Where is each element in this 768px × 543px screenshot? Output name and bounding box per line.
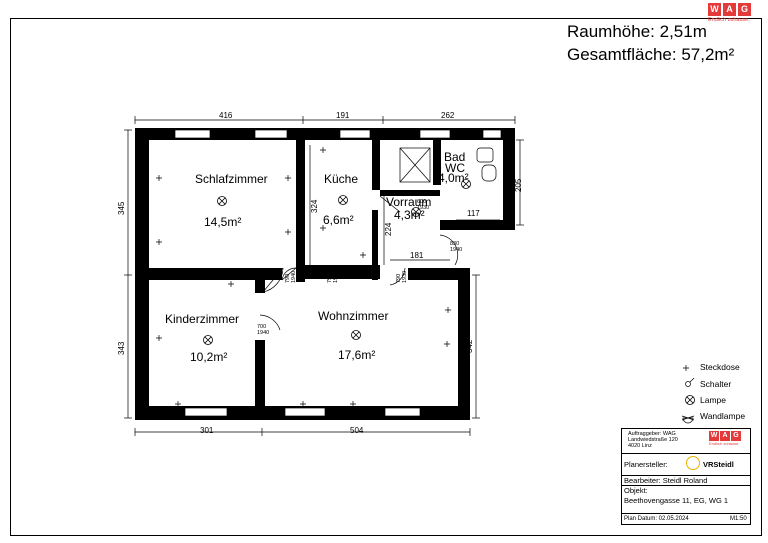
bath-fixtures bbox=[399, 147, 497, 183]
dim-vorraum-w: 181 bbox=[410, 251, 424, 260]
tb-planner-logo: VRSteidl bbox=[703, 460, 734, 469]
tb-date: Plan Datum: 02.05.2024 bbox=[624, 516, 689, 522]
total-area: Gesamtfläche: 57,2m² bbox=[567, 45, 735, 64]
room-wohnzimmer-area: 17,6m² bbox=[338, 348, 376, 362]
dim-left-1: 345 bbox=[117, 201, 126, 215]
room-bad-area: 4,0m² bbox=[438, 171, 469, 185]
dim-bad-w: 117 bbox=[467, 209, 480, 218]
tb-scale: M1:50 bbox=[730, 516, 747, 522]
ceiling-height: Raumhöhe: 2,51m bbox=[567, 22, 707, 41]
tb-client: Auftraggeber: WAG Landwiedstraße 120 402… bbox=[628, 431, 678, 449]
tb-planner-logo-icon bbox=[686, 456, 700, 470]
room-bad-name: Bad bbox=[444, 150, 466, 164]
legend-schalter: Schalter bbox=[700, 379, 732, 389]
title-block bbox=[621, 428, 751, 525]
room-schlafzimmer-name: Schlafzimmer bbox=[195, 172, 268, 186]
room-kueche-area: 6,6m² bbox=[323, 213, 354, 227]
room-wohnzimmer-name: Wohnzimmer bbox=[318, 309, 389, 323]
logo-letter-w: W bbox=[708, 3, 721, 16]
outlet-symbols bbox=[156, 147, 695, 424]
dim-kueche-inner: 324 bbox=[310, 199, 319, 213]
dim-bottom-1: 301 bbox=[200, 426, 214, 435]
dim-top-2: 191 bbox=[336, 111, 350, 120]
drawing-frame bbox=[10, 18, 762, 536]
dim-top-1: 416 bbox=[219, 111, 233, 120]
legend-steckdose: Steckdose bbox=[700, 362, 740, 372]
dim-top-3: 262 bbox=[441, 111, 455, 120]
dim-bottom-2: 504 bbox=[350, 426, 364, 435]
wag-logo: W A G Endlich zuhause. bbox=[708, 3, 751, 23]
dimension-lines bbox=[124, 116, 524, 436]
dim-right-bad: 205 bbox=[514, 178, 523, 192]
legend-wandlampe: Wandlampe bbox=[700, 411, 746, 421]
door-swings bbox=[259, 195, 459, 331]
legend-lampe: Lampe bbox=[700, 395, 726, 405]
tb-object-label: Objekt: bbox=[624, 486, 648, 495]
tb-wag-logo: W A G Endlich zuhause. bbox=[709, 431, 741, 446]
room-bad-name2: WC bbox=[445, 161, 465, 175]
room-schlafzimmer-area: 14,5m² bbox=[204, 215, 242, 229]
tb-editor: Bearbeiter: Steidl Roland bbox=[624, 476, 708, 485]
windows bbox=[174, 129, 502, 417]
logo-letter-a: A bbox=[723, 3, 736, 16]
dim-right-wohn: 342 bbox=[465, 339, 474, 353]
logo-letter-g: G bbox=[738, 3, 751, 16]
room-kinderzimmer-name: Kinderzimmer bbox=[165, 312, 240, 326]
dim-left-2: 343 bbox=[117, 341, 126, 355]
lamp-symbols bbox=[203, 179, 695, 405]
logo-slogan: Endlich zuhause. bbox=[708, 17, 750, 23]
dim-vorraum-inner: 224 bbox=[384, 222, 393, 236]
room-kinderzimmer-area: 10,2m² bbox=[190, 350, 228, 364]
tb-object: Beethovengasse 11, EG, WG 1 bbox=[624, 496, 729, 505]
tb-planner-label: Planersteller: bbox=[624, 460, 668, 469]
room-vorraum-name: Vorraum bbox=[386, 195, 432, 209]
room-vorraum-area: 4,3m² bbox=[394, 208, 425, 222]
room-kueche-name: Küche bbox=[324, 172, 359, 186]
